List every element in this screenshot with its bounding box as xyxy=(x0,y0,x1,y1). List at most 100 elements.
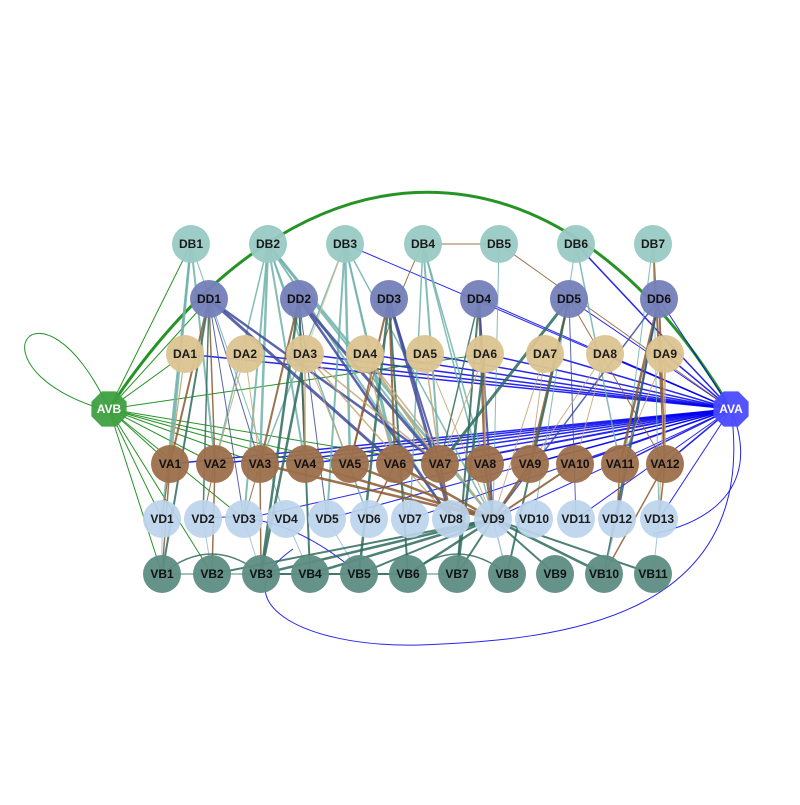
node-va4[interactable]: VA4 xyxy=(286,445,324,483)
edge-dd1-va7 xyxy=(208,297,441,466)
node-db2[interactable]: DB2 xyxy=(249,225,287,263)
node-va6[interactable]: VA6 xyxy=(376,445,414,483)
node-shape-circle xyxy=(196,445,234,483)
node-vd1[interactable]: VD1 xyxy=(143,500,181,538)
node-va5[interactable]: VA5 xyxy=(331,445,369,483)
node-label: VA4 xyxy=(294,457,317,471)
node-va8[interactable]: VA8 xyxy=(466,445,504,483)
node-label: VB1 xyxy=(150,567,174,581)
edge-ava-db3 xyxy=(344,243,732,410)
node-shape-circle xyxy=(474,500,512,538)
node-label: DB2 xyxy=(256,237,280,251)
node-da8[interactable]: DA8 xyxy=(586,335,624,373)
node-dd5[interactable]: DD5 xyxy=(550,280,588,318)
node-label: VB11 xyxy=(638,567,668,581)
node-dd2[interactable]: DD2 xyxy=(280,280,318,318)
node-da9[interactable]: DA9 xyxy=(646,335,684,373)
node-label: VD11 xyxy=(561,512,591,526)
node-vb4[interactable]: VB4 xyxy=(291,555,329,593)
edge-ava-va11 xyxy=(619,408,732,465)
node-vd6[interactable]: VD6 xyxy=(350,500,388,538)
node-label: DA2 xyxy=(233,347,257,361)
node-label: DB4 xyxy=(411,237,435,251)
node-va3[interactable]: VA3 xyxy=(241,445,279,483)
node-vd13[interactable]: VD13 xyxy=(640,500,678,538)
node-shape-circle xyxy=(536,555,574,593)
node-da1[interactable]: DA1 xyxy=(166,335,204,373)
node-shape-circle xyxy=(326,225,364,263)
node-db4[interactable]: DB4 xyxy=(404,225,442,263)
node-da4[interactable]: DA4 xyxy=(346,335,384,373)
node-label: AVB xyxy=(97,402,122,416)
node-va9[interactable]: VA9 xyxy=(511,445,549,483)
node-db3[interactable]: DB3 xyxy=(326,225,364,263)
node-shape-circle xyxy=(267,500,305,538)
node-label: DD1 xyxy=(197,292,221,306)
node-shape-circle xyxy=(640,280,678,318)
node-label: VB4 xyxy=(298,567,322,581)
node-shape-circle xyxy=(406,335,444,373)
node-vd12[interactable]: VD12 xyxy=(598,500,636,538)
node-vb5[interactable]: VB5 xyxy=(340,555,378,593)
node-da6[interactable]: DA6 xyxy=(466,335,504,373)
node-shape-circle xyxy=(640,500,678,538)
node-vd2[interactable]: VD2 xyxy=(184,500,222,538)
node-shape-circle xyxy=(515,500,553,538)
node-vd7[interactable]: VD7 xyxy=(391,500,429,538)
node-label: VA8 xyxy=(474,457,497,471)
node-vb6[interactable]: VB6 xyxy=(389,555,427,593)
node-vb2[interactable]: VB2 xyxy=(193,555,231,593)
node-ava[interactable]: AVA xyxy=(713,391,749,427)
node-vb7[interactable]: VB7 xyxy=(438,555,476,593)
node-vd10[interactable]: VD10 xyxy=(515,500,553,538)
node-vd4[interactable]: VD4 xyxy=(267,500,305,538)
node-db7[interactable]: DB7 xyxy=(634,225,672,263)
node-shape-circle xyxy=(646,335,684,373)
node-vd3[interactable]: VD3 xyxy=(225,500,263,538)
node-va7[interactable]: VA7 xyxy=(421,445,459,483)
edge-db5-ava xyxy=(498,243,732,410)
node-vb8[interactable]: VB8 xyxy=(488,555,526,593)
edge-avb-vb1 xyxy=(108,408,163,575)
node-dd1[interactable]: DD1 xyxy=(190,280,228,318)
node-da2[interactable]: DA2 xyxy=(226,335,264,373)
node-shape-circle xyxy=(389,555,427,593)
node-avb[interactable]: AVB xyxy=(91,391,127,427)
node-shape-circle xyxy=(143,555,181,593)
node-db5[interactable]: DB5 xyxy=(480,225,518,263)
node-vd9[interactable]: VD9 xyxy=(474,500,512,538)
node-label: VA1 xyxy=(159,457,182,471)
node-va2[interactable]: VA2 xyxy=(196,445,234,483)
node-dd3[interactable]: DD3 xyxy=(370,280,408,318)
node-vd11[interactable]: VD11 xyxy=(557,500,595,538)
node-da7[interactable]: DA7 xyxy=(526,335,564,373)
node-shape-circle xyxy=(346,335,384,373)
node-label: VD4 xyxy=(274,512,298,526)
node-vb10[interactable]: VB10 xyxy=(585,555,623,593)
node-va1[interactable]: VA1 xyxy=(151,445,189,483)
node-da3[interactable]: DA3 xyxy=(286,335,324,373)
node-vd5[interactable]: VD5 xyxy=(308,500,346,538)
node-vb3[interactable]: VB3 xyxy=(242,555,280,593)
node-va12[interactable]: VA12 xyxy=(646,445,684,483)
node-dd4[interactable]: DD4 xyxy=(460,280,498,318)
node-da5[interactable]: DA5 xyxy=(406,335,444,373)
node-vb1[interactable]: VB1 xyxy=(143,555,181,593)
node-shape-circle xyxy=(225,500,263,538)
node-va10[interactable]: VA10 xyxy=(556,445,594,483)
node-shape-circle xyxy=(432,500,470,538)
node-db6[interactable]: DB6 xyxy=(557,225,595,263)
node-vd8[interactable]: VD8 xyxy=(432,500,470,538)
node-va11[interactable]: VA11 xyxy=(601,445,639,483)
node-dd6[interactable]: DD6 xyxy=(640,280,678,318)
node-vb9[interactable]: VB9 xyxy=(536,555,574,593)
node-shape-circle xyxy=(586,335,624,373)
node-db1[interactable]: DB1 xyxy=(172,225,210,263)
edge-db3-da3 xyxy=(304,243,346,355)
edge-da3-va7 xyxy=(304,353,441,465)
edge-db3-vd5 xyxy=(326,243,346,520)
edge-avb-va2 xyxy=(108,408,216,465)
node-label: DD4 xyxy=(467,292,491,306)
edge-da9-va11 xyxy=(619,353,666,465)
node-vb11[interactable]: VB11 xyxy=(634,555,672,593)
